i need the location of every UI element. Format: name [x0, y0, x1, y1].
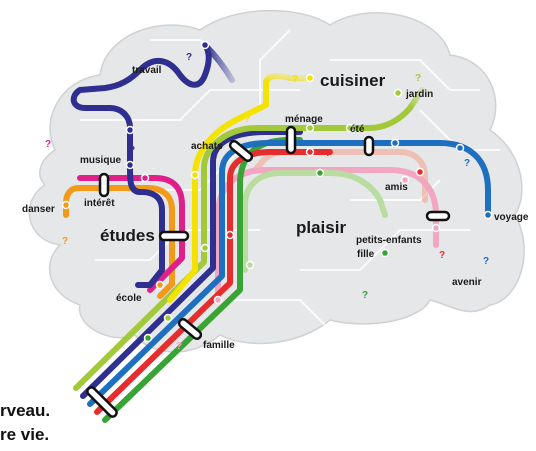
line-yellow-fade [263, 72, 313, 85]
line-magenta [77, 175, 185, 293]
line-blue [87, 140, 491, 407]
label-fille: fille [357, 249, 375, 260]
tagline-line2: re vie. [0, 425, 49, 444]
label-ecole: école [116, 293, 142, 304]
station-jardin [393, 88, 403, 98]
label-menage: ménage [285, 114, 323, 125]
station-ete [345, 123, 355, 133]
station-amis-pink [400, 175, 410, 185]
transfer-menage [285, 125, 297, 155]
question-marks: ? ? ? ? ? ? ? ? ? ? ? ? ? [45, 52, 489, 352]
question-mark: ? [129, 145, 135, 156]
question-mark: ? [483, 256, 489, 267]
line-red [94, 149, 333, 415]
station-blue-top [455, 143, 465, 153]
question-mark: ? [439, 250, 445, 261]
transfer-voyage [425, 210, 451, 222]
station-navy2 [125, 125, 135, 135]
station-pink2 [213, 295, 223, 305]
station-petits-enfants [431, 223, 441, 233]
station-red2 [225, 230, 235, 240]
line-navy [80, 129, 303, 399]
label-danser: danser [22, 204, 55, 215]
tagline-line1: rveau. [0, 401, 50, 420]
line-navy-etudes [70, 42, 212, 288]
line-lime-fade [407, 87, 425, 111]
tagline: rveau. re vie. [0, 401, 50, 444]
station-ete2 [390, 138, 400, 148]
stations [61, 40, 493, 343]
line-lightgreen [242, 170, 388, 273]
station-green2 [245, 260, 255, 270]
station-plaisir [315, 168, 325, 178]
label-avenir: avenir [452, 277, 482, 288]
transfer-etudes [158, 230, 190, 242]
transfer-stations [86, 125, 451, 418]
station-menage [305, 123, 315, 133]
station-travail [200, 40, 210, 50]
question-mark: ? [45, 139, 51, 150]
label-interet: intérêt [84, 198, 115, 209]
label-achats: achats [191, 141, 223, 152]
label-travail: travail [132, 65, 162, 76]
label-plaisir: plaisir [296, 218, 346, 237]
station-musique [125, 160, 135, 170]
question-mark: ? [362, 290, 368, 301]
station-danser [61, 200, 71, 210]
station-musique-pink [140, 173, 150, 183]
station-fille [380, 248, 390, 258]
label-cuisiner: cuisiner [320, 71, 386, 90]
station-cuisiner [305, 73, 315, 83]
label-voyage: voyage [494, 212, 529, 223]
label-petits-enfants: petits-enfants [356, 235, 422, 246]
transfer-achats [228, 139, 254, 163]
question-mark: ? [244, 114, 250, 125]
transfer-famille [177, 317, 203, 341]
line-orange [63, 185, 175, 299]
station-lime2 [200, 243, 210, 253]
transfer-interet [98, 172, 110, 198]
station-lime3 [163, 313, 173, 323]
question-mark: ? [176, 341, 182, 352]
label-famille: famille [203, 340, 235, 351]
label-jardin: jardin [405, 89, 433, 100]
question-mark: ? [186, 52, 192, 63]
question-mark: ? [62, 236, 68, 247]
line-salmon [252, 149, 428, 203]
station-yellow2 [190, 170, 200, 180]
station-voyage [483, 210, 493, 220]
question-mark: ? [292, 74, 298, 85]
line-lime [73, 105, 413, 391]
transfer-ete [363, 135, 375, 157]
question-mark: ? [464, 158, 470, 169]
station-amis [415, 167, 425, 177]
transfer-start [86, 386, 118, 418]
question-mark: ? [415, 73, 421, 84]
label-musique: musique [80, 155, 122, 166]
station-ecole [155, 280, 165, 290]
question-mark: ? [325, 148, 331, 159]
station-labels: travail cuisiner jardin musique achats m… [22, 65, 529, 351]
station-famille [143, 333, 153, 343]
station-red [305, 147, 315, 157]
label-etudes: études [100, 226, 155, 245]
label-ete: été [350, 124, 365, 135]
label-amis: amis [385, 182, 408, 193]
